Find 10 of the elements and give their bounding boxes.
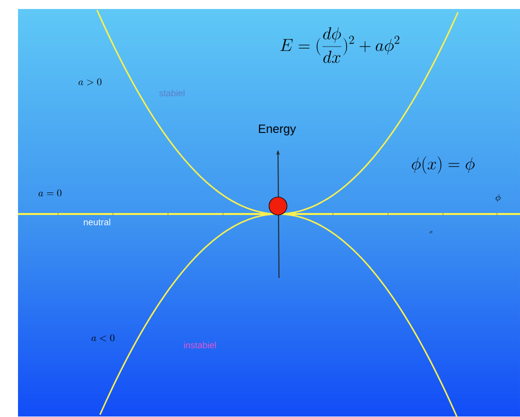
axis-label: Energy — [258, 124, 296, 136]
parameter-label: $a > 0$ — [78, 78, 102, 86]
parameter-label: $a < 0$ — [92, 334, 114, 342]
parameter-label: $a = 0$ — [38, 190, 62, 196]
axis-label: $x$ — [430, 230, 432, 234]
equation: $\phi(x) = \phi$ — [412, 156, 475, 174]
curve-label: instabiel — [184, 342, 216, 348]
curve-label: neutral — [84, 218, 110, 226]
axis-label: $\phi$ — [496, 194, 501, 202]
equation: $E = (\frac{d\phi}{dx})^2 + a\phi^2$ — [280, 27, 400, 63]
